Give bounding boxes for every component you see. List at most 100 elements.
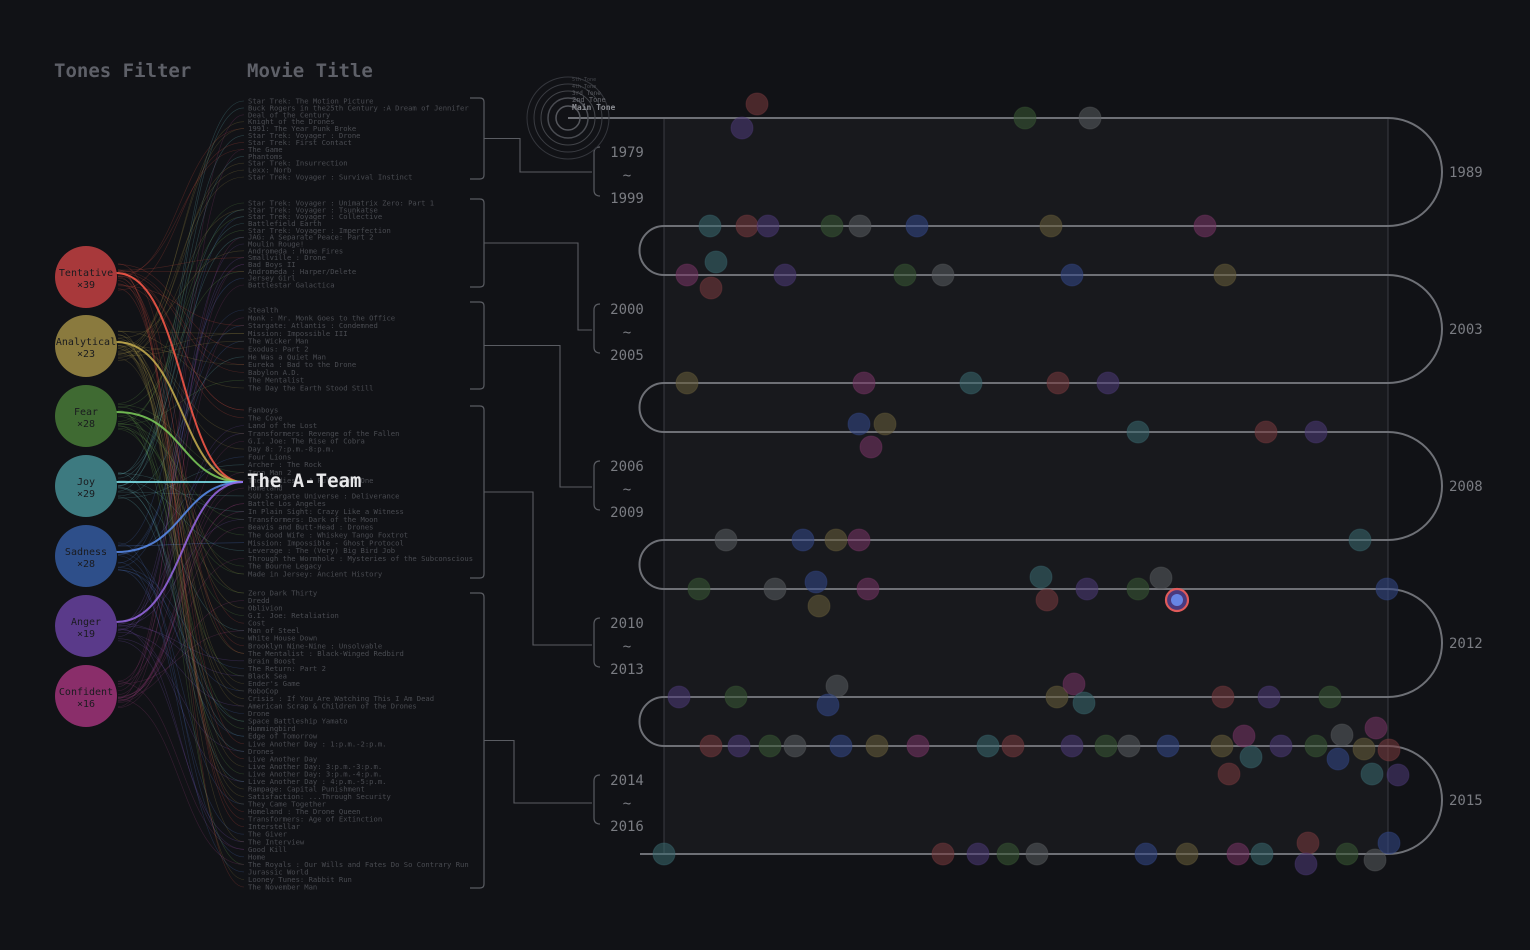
movie-dot[interactable] bbox=[1258, 686, 1280, 708]
movie-dot[interactable] bbox=[1240, 746, 1262, 768]
movie-title-item[interactable]: Made in Jersey: Ancient History bbox=[248, 570, 383, 579]
movie-dot[interactable] bbox=[700, 277, 722, 299]
movie-dot[interactable] bbox=[1014, 107, 1036, 129]
movie-dot[interactable] bbox=[1387, 764, 1409, 786]
movie-dot[interactable] bbox=[1255, 421, 1277, 443]
movie-dot[interactable] bbox=[1047, 372, 1069, 394]
movie-title-item[interactable]: American Scrap & Children of the Drones bbox=[248, 702, 417, 711]
movie-title-item[interactable]: The November Man bbox=[248, 883, 317, 892]
movie-dot[interactable] bbox=[817, 694, 839, 716]
movie-dot[interactable] bbox=[848, 413, 870, 435]
movie-dot[interactable] bbox=[1118, 735, 1140, 757]
tone-anger[interactable]: Anger×19 bbox=[55, 595, 117, 657]
movie-dot[interactable] bbox=[1079, 107, 1101, 129]
movie-dot[interactable] bbox=[1026, 843, 1048, 865]
movie-dot[interactable] bbox=[759, 735, 781, 757]
movie-dot[interactable] bbox=[1036, 589, 1058, 611]
movie-dot[interactable] bbox=[1361, 763, 1383, 785]
movie-dot[interactable] bbox=[853, 372, 875, 394]
movie-dot[interactable] bbox=[932, 843, 954, 865]
movie-dot[interactable] bbox=[1376, 578, 1398, 600]
movie-dot[interactable] bbox=[1214, 264, 1236, 286]
tones-filter[interactable]: Tentative×39Analytical×23Fear×28Joy×29Sa… bbox=[55, 246, 117, 727]
tone-sadness[interactable]: Sadness×28 bbox=[55, 525, 117, 587]
movie-dot[interactable] bbox=[715, 529, 737, 551]
movie-dot[interactable] bbox=[1127, 578, 1149, 600]
movie-dot[interactable] bbox=[1002, 735, 1024, 757]
selected-movie-title[interactable]: The A-Team bbox=[247, 470, 361, 492]
movie-dot[interactable] bbox=[1212, 686, 1234, 708]
movie-dot[interactable] bbox=[808, 595, 830, 617]
movie-dot[interactable] bbox=[1095, 735, 1117, 757]
movie-dot[interactable] bbox=[1378, 739, 1400, 761]
movie-dot[interactable] bbox=[967, 843, 989, 865]
movie-dot[interactable] bbox=[764, 578, 786, 600]
movie-dot[interactable] bbox=[1150, 567, 1172, 589]
movie-title-item[interactable]: Star Trek: Voyager : Survival Instinct bbox=[248, 173, 412, 182]
movie-dot[interactable] bbox=[1061, 264, 1083, 286]
movie-dot[interactable] bbox=[932, 264, 954, 286]
movie-title-item[interactable]: Battlestar Galactica bbox=[248, 281, 335, 290]
movie-dot[interactable] bbox=[1353, 738, 1375, 760]
tone-tentative[interactable]: Tentative×39 bbox=[55, 246, 117, 308]
movie-dot[interactable] bbox=[1295, 853, 1317, 875]
movie-dot[interactable] bbox=[825, 529, 847, 551]
movie-dot[interactable] bbox=[848, 529, 870, 551]
movie-dot[interactable] bbox=[1327, 748, 1349, 770]
movie-dot[interactable] bbox=[653, 843, 675, 865]
movie-dot[interactable] bbox=[1365, 717, 1387, 739]
movie-dot[interactable] bbox=[774, 264, 796, 286]
movie-dot[interactable] bbox=[1305, 735, 1327, 757]
movie-dot[interactable] bbox=[1305, 421, 1327, 443]
movie-title-item[interactable]: The Day the Earth Stood Still bbox=[248, 384, 374, 393]
movie-dot[interactable] bbox=[746, 93, 768, 115]
movie-dot[interactable] bbox=[728, 735, 750, 757]
movie-dot[interactable] bbox=[1176, 843, 1198, 865]
movie-dot[interactable] bbox=[906, 215, 928, 237]
movie-dot[interactable] bbox=[805, 571, 827, 593]
movie-dot[interactable] bbox=[736, 215, 758, 237]
movie-dot[interactable] bbox=[688, 578, 710, 600]
movie-dot[interactable] bbox=[1319, 686, 1341, 708]
movie-dot[interactable] bbox=[1227, 843, 1249, 865]
movie-dot[interactable] bbox=[860, 436, 882, 458]
movie-dot[interactable] bbox=[705, 251, 727, 273]
movie-dot[interactable] bbox=[866, 735, 888, 757]
movie-dot[interactable] bbox=[1349, 529, 1371, 551]
movie-dot[interactable] bbox=[676, 372, 698, 394]
movie-dot[interactable] bbox=[1076, 578, 1098, 600]
movie-dot[interactable] bbox=[700, 735, 722, 757]
movie-dot[interactable] bbox=[668, 686, 690, 708]
movie-dot[interactable] bbox=[1270, 735, 1292, 757]
movie-dot[interactable] bbox=[1251, 843, 1273, 865]
movie-dot[interactable] bbox=[731, 117, 753, 139]
movie-dot[interactable] bbox=[830, 735, 852, 757]
tone-analytical[interactable]: Analytical×23 bbox=[55, 315, 117, 377]
movie-dot[interactable] bbox=[792, 529, 814, 551]
tone-confident[interactable]: Confident×16 bbox=[55, 665, 117, 727]
movie-dot[interactable] bbox=[1061, 735, 1083, 757]
movie-dot[interactable] bbox=[1073, 692, 1095, 714]
movie-dot[interactable] bbox=[699, 215, 721, 237]
movie-dot[interactable] bbox=[1127, 421, 1149, 443]
movie-dot[interactable] bbox=[1331, 724, 1353, 746]
movie-dot[interactable] bbox=[1157, 735, 1179, 757]
movie-dot[interactable] bbox=[1194, 215, 1216, 237]
movie-dot[interactable] bbox=[960, 372, 982, 394]
movie-dot[interactable] bbox=[1297, 832, 1319, 854]
movie-dot[interactable] bbox=[894, 264, 916, 286]
movie-dot[interactable] bbox=[907, 735, 929, 757]
movie-dot[interactable] bbox=[725, 686, 747, 708]
movie-dot[interactable] bbox=[757, 215, 779, 237]
tone-joy[interactable]: Joy×29 bbox=[55, 455, 117, 517]
movie-dot[interactable] bbox=[1063, 673, 1085, 695]
movie-dot[interactable] bbox=[676, 264, 698, 286]
movie-dot[interactable] bbox=[849, 215, 871, 237]
movie-dot[interactable] bbox=[1030, 566, 1052, 588]
movie-dot[interactable] bbox=[1211, 735, 1233, 757]
movie-dot[interactable] bbox=[1135, 843, 1157, 865]
movie-dot[interactable] bbox=[1233, 725, 1255, 747]
tone-fear[interactable]: Fear×28 bbox=[55, 385, 117, 447]
movie-dot[interactable] bbox=[784, 735, 806, 757]
